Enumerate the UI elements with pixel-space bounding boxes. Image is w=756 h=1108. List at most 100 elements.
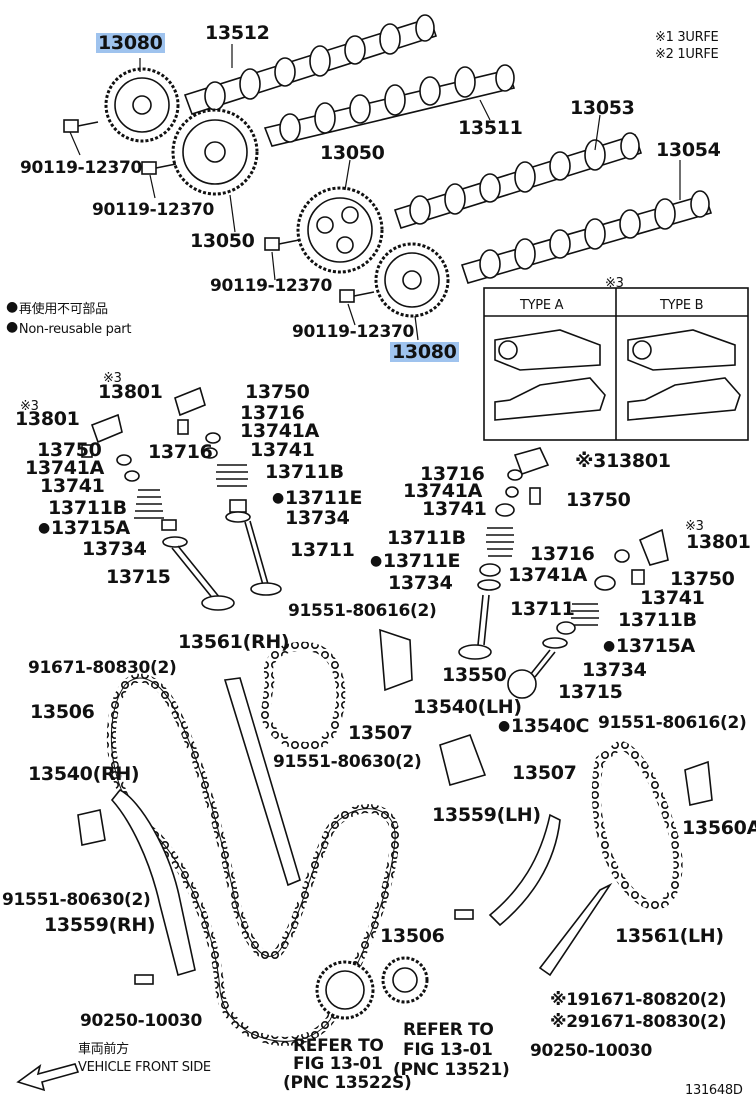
- part-label: 91551-80616(2): [598, 713, 747, 733]
- refer-note: FIG 13-01: [293, 1054, 383, 1074]
- bolt-label: 90119-12370: [92, 200, 215, 220]
- part-label: 90250-10030: [530, 1041, 653, 1061]
- part-label: 13715: [106, 566, 171, 588]
- type-b-label: TYPE B: [660, 298, 704, 313]
- part-label: 13711B: [48, 497, 127, 519]
- refer-note: (PNC 13521): [393, 1060, 510, 1080]
- part-label: 13734: [285, 507, 350, 529]
- part-label: 13711E: [272, 488, 363, 508]
- part-label: 13711B: [618, 609, 697, 631]
- bolt-label: 90119-12370: [210, 276, 333, 296]
- part-label: 13741: [640, 587, 705, 609]
- part-label: 13506: [380, 925, 445, 947]
- part-label: 13715A: [38, 518, 130, 538]
- part-label: 13716: [240, 402, 305, 424]
- part-label: 13540(LH): [413, 696, 522, 718]
- part-label: 13506: [30, 701, 95, 723]
- crank-sprockets: [315, 956, 429, 1020]
- vehicle-front-arrow-icon: [16, 1063, 80, 1092]
- part-label: 13750: [37, 439, 102, 461]
- part-13080-label: 13080: [390, 341, 459, 363]
- part-13050-label: 13050: [320, 142, 385, 164]
- part-label: 13559(RH): [44, 914, 156, 936]
- footnote-2: ※2 1URFE: [655, 47, 719, 62]
- part-label: 91551-80630(2): [2, 890, 151, 910]
- timing-chain-13506: [106, 673, 400, 1046]
- pins-icon: [134, 909, 474, 985]
- part-label: 13560A: [682, 817, 756, 839]
- refer-note: REFER TO: [403, 1020, 494, 1040]
- part-13512-label: 13512: [205, 22, 270, 44]
- part-label: 13540C: [498, 716, 590, 736]
- part-label: 90250-10030: [80, 1011, 203, 1031]
- part-label: 13540(RH): [28, 763, 140, 785]
- mark-3: ※3: [103, 371, 122, 386]
- part-label: 13507: [512, 762, 577, 784]
- part-label: ※191671-80820(2): [550, 990, 727, 1010]
- part-label: 13715A: [603, 636, 695, 656]
- legend-nonreuse-en: Non-reusable part: [6, 317, 132, 340]
- timing-chain-13507-lh: [591, 740, 683, 910]
- part-label: 13801: [15, 408, 80, 430]
- part-label: 13716: [148, 441, 213, 463]
- part-label: 13741: [422, 498, 487, 520]
- legend-nonreuse-jp: 再使用不可部品: [6, 297, 108, 320]
- valve-train-left: [81, 386, 282, 611]
- part-label: 13741A: [403, 480, 483, 502]
- part-13054-label: 13054: [656, 139, 721, 161]
- refer-note: FIG 13-01: [403, 1040, 493, 1060]
- bolt-label: 90119-12370: [20, 158, 143, 178]
- type-a-label: TYPE A: [520, 298, 564, 313]
- part-label: 91671-80830(2): [28, 658, 177, 678]
- camshaft-13053: [393, 132, 643, 229]
- part-label: 13734: [582, 659, 647, 681]
- figure-number: 131648D: [685, 1083, 743, 1098]
- part-label: 13561(RH): [178, 631, 290, 653]
- part-label: 13801: [686, 531, 751, 553]
- part-label: 13741: [40, 475, 105, 497]
- part-label: 13741A: [508, 564, 588, 586]
- part-label: 13716: [530, 543, 595, 565]
- part-label: ※313801: [575, 450, 671, 472]
- part-label: 13711E: [370, 551, 461, 571]
- part-label: 13711B: [387, 527, 466, 549]
- footnote-1: ※1 3URFE: [655, 30, 719, 45]
- timing-chain-13507-rh: [260, 641, 346, 751]
- part-13053-label: 13053: [570, 97, 635, 119]
- rocker-arm-types: [483, 287, 749, 441]
- mark-3: ※3: [685, 519, 704, 534]
- part-label: 91551-80616(2): [288, 601, 437, 621]
- part-label: 13711B: [265, 461, 344, 483]
- valve-train-right: [458, 447, 669, 699]
- part-label: 13715: [558, 681, 623, 703]
- part-label: 13507: [348, 722, 413, 744]
- part-label: 13716: [420, 463, 485, 485]
- part-label: 13741: [250, 439, 315, 461]
- part-label: 13801: [98, 381, 163, 403]
- part-label: 13750: [245, 381, 310, 403]
- vvt-gear-13080-top: [104, 67, 180, 143]
- refer-note: REFER TO: [293, 1036, 384, 1056]
- front-side-en: VEHICLE FRONT SIDE: [78, 1060, 211, 1075]
- camshaft-13512: [183, 14, 438, 115]
- part-label: 13741A: [240, 420, 320, 442]
- part-label: 13750: [670, 568, 735, 590]
- sprocket-13050-left: [171, 108, 259, 196]
- sprocket-13050-right: [296, 186, 384, 274]
- part-label: 13734: [82, 538, 147, 560]
- part-label: 13561(LH): [615, 925, 724, 947]
- front-side-jp: 車両前方: [78, 1042, 129, 1057]
- part-label: 13550: [442, 664, 507, 686]
- part-13080-label: 13080: [96, 32, 165, 54]
- camshaft-13511: [263, 64, 516, 147]
- bolt-icon: [63, 119, 375, 303]
- vvt-gear-13080-bottom: [374, 242, 450, 318]
- part-label: ※291671-80830(2): [550, 1012, 727, 1032]
- camshaft-13054: [460, 190, 713, 284]
- part-label: 13711: [510, 598, 575, 620]
- part-label: 91551-80630(2): [273, 752, 422, 772]
- bolt-label: 90119-12370: [292, 322, 415, 342]
- part-13511-label: 13511: [458, 117, 523, 139]
